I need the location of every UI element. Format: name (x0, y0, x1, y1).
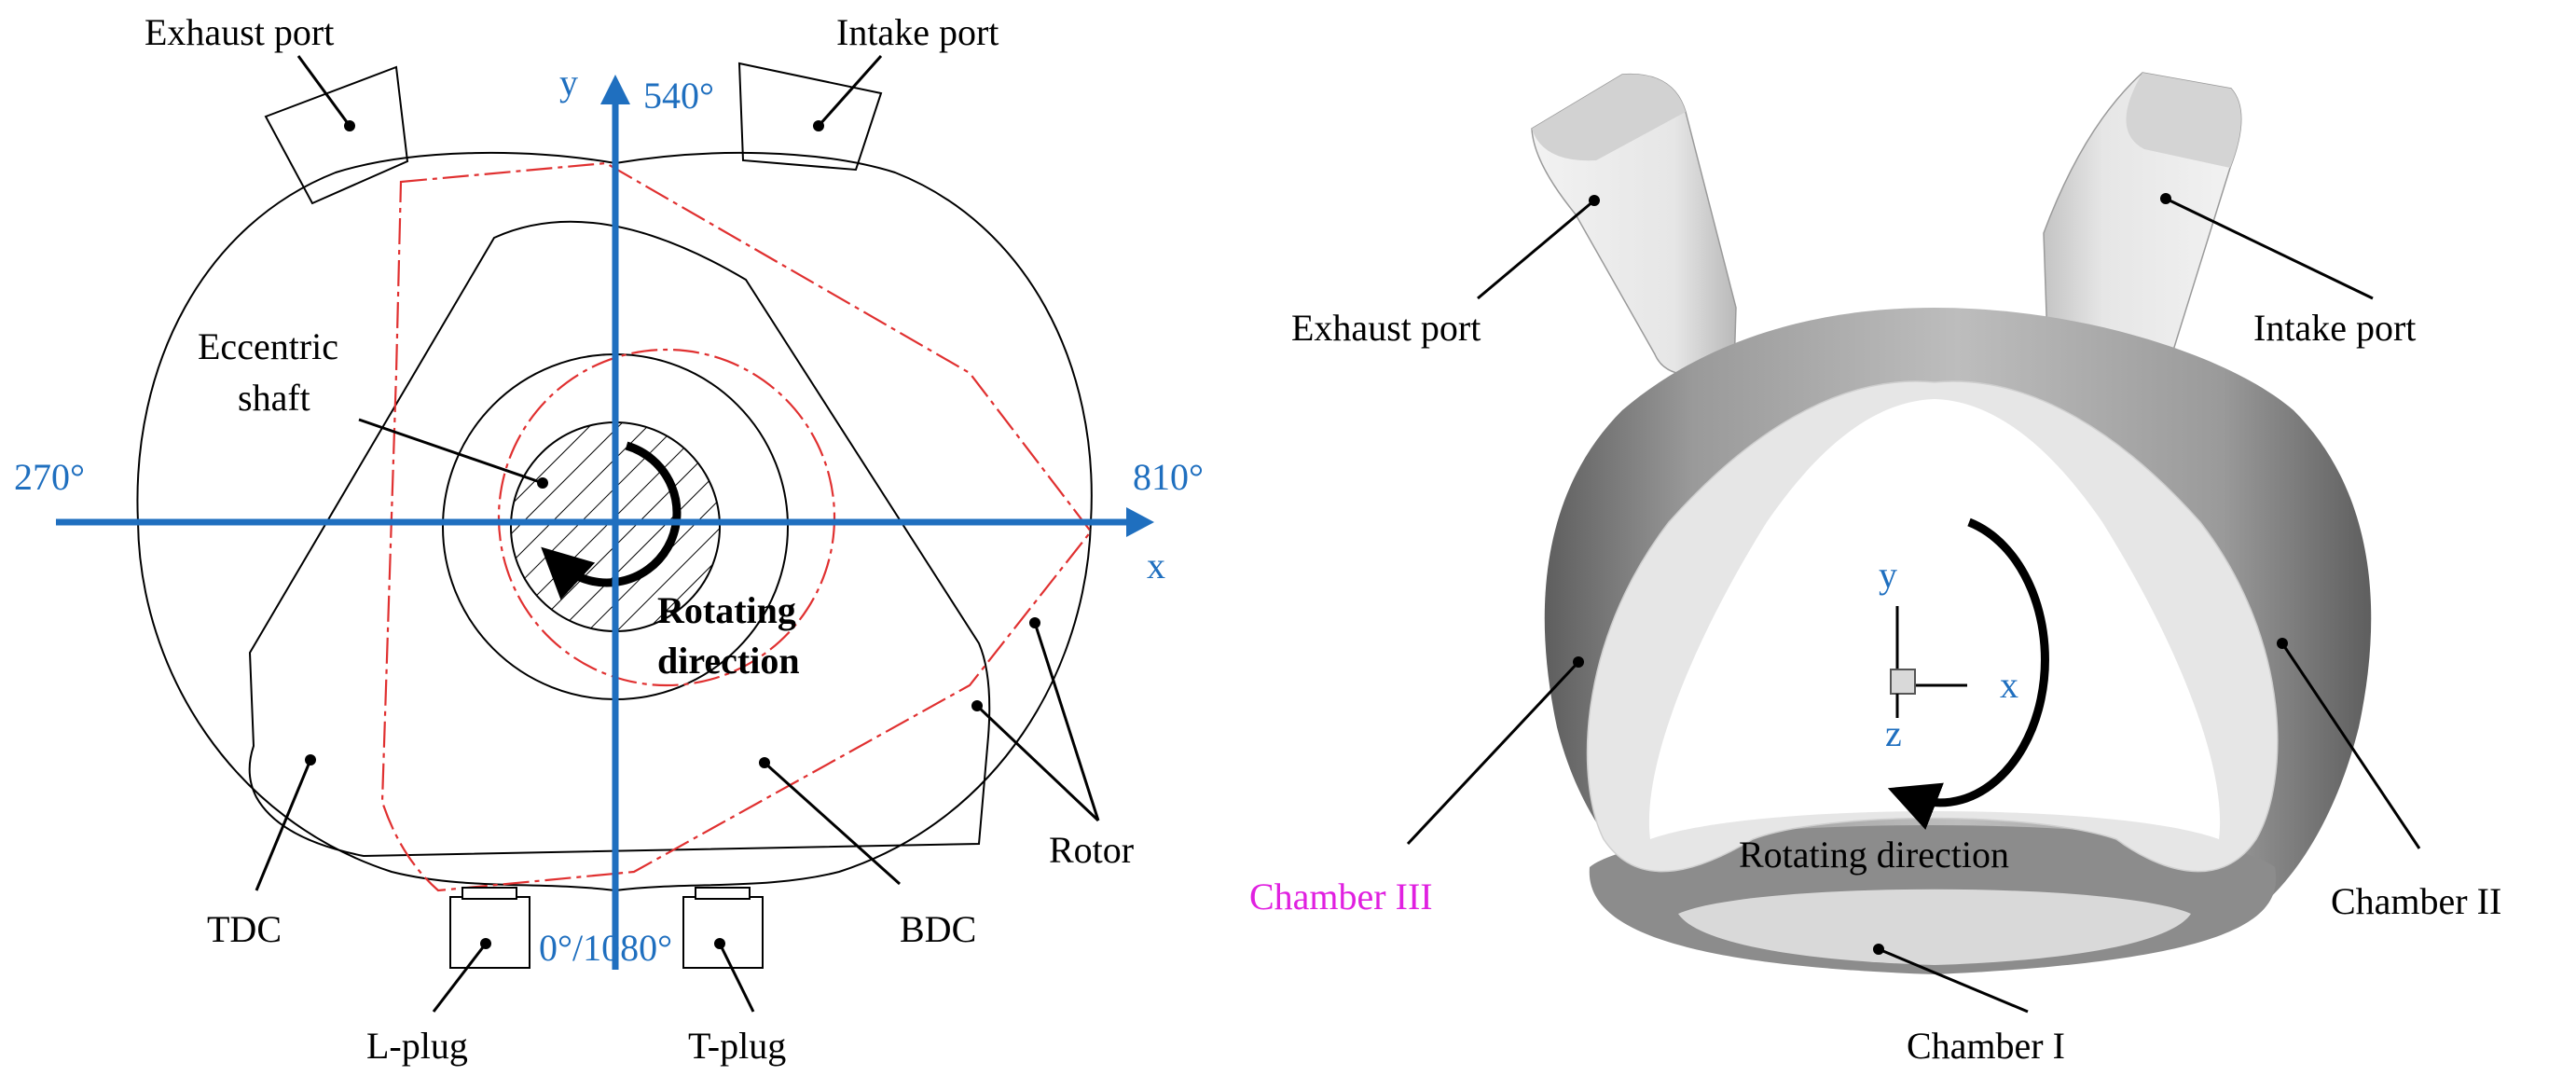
dot-rotor-upper (1029, 617, 1040, 628)
leader-right-intake (2165, 197, 2374, 300)
label-tdc: TDC (207, 908, 282, 950)
leader-right-exhaust (1477, 199, 1595, 300)
label-chamber-iii: Chamber III (1249, 876, 1433, 917)
label-angle-540: 540° (643, 75, 714, 117)
label-eccentric-line2: shaft (238, 377, 310, 419)
label-rotating-line1: Rotating (657, 589, 796, 631)
leader-chamber-i (1878, 947, 2029, 1014)
rotor-dashed-position (380, 161, 1093, 892)
leader-eccentric-shaft (358, 418, 544, 485)
dot-right-intake (2160, 193, 2171, 204)
label-triad-z: z (1885, 712, 1902, 754)
leader-chamber-iii (1406, 660, 1580, 846)
chamber-i-ring-light (1678, 889, 2191, 965)
label-rotating-line2: direction (657, 640, 800, 682)
y-axis-arrowhead (600, 75, 630, 104)
label-exhaust-port-left: Exhaust port (145, 11, 334, 53)
dot-chamber-ii (2277, 638, 2288, 649)
intake-port-top-face (2126, 73, 2241, 168)
l-plug-shape (449, 887, 530, 969)
label-chamber-ii: Chamber II (2331, 880, 2501, 922)
t-plug-shape (682, 887, 764, 969)
dot-chamber-i (1873, 944, 1884, 955)
label-rotor: Rotor (1049, 829, 1134, 871)
dot-intake-port (813, 120, 824, 131)
label-exhaust-port-right: Exhaust port (1291, 307, 1481, 349)
coordinate-triad (1890, 606, 1967, 718)
leader-chamber-ii (2280, 642, 2421, 849)
dot-t-plug (714, 938, 725, 949)
label-l-plug: L-plug (366, 1025, 468, 1067)
leader-tdc (255, 759, 312, 891)
label-triad-y: y (1879, 554, 1897, 596)
intake-port-outline (737, 62, 883, 172)
leader-intake-port (817, 55, 883, 127)
leader-rotor-lower (975, 704, 1100, 822)
label-chamber-i: Chamber I (1907, 1025, 2065, 1067)
dot-eccentric-shaft (537, 477, 548, 489)
leader-t-plug (718, 943, 755, 1013)
x-axis-arrowhead (1126, 507, 1154, 537)
label-angle-0-1080: 0°/1080° (539, 927, 672, 969)
label-angle-810: 810° (1133, 456, 1204, 498)
label-rotating-direction-right: Rotating direction (1739, 834, 2009, 876)
leader-rotor-upper (1033, 622, 1100, 821)
label-triad-x: x (2000, 664, 2018, 706)
leader-exhaust-port (296, 55, 351, 127)
label-x-axis: x (1147, 545, 1165, 586)
left-diagram: Exhaust port Intake port y 540° 270° 810… (14, 11, 1204, 1067)
label-intake-port-left: Intake port (836, 11, 999, 53)
label-bdc: BDC (900, 908, 976, 950)
label-intake-port-right: Intake port (2253, 307, 2416, 349)
rotor-dashed-circle (497, 348, 836, 687)
dot-exhaust-port (344, 120, 355, 131)
label-y-axis: y (559, 62, 578, 103)
rotating-direction-arrow-right (1887, 517, 2049, 830)
right-diagram: Exhaust port Intake port y x z Rotating … (1249, 72, 2501, 1067)
dot-bdc (759, 757, 770, 768)
exhaust-port-top-face (1532, 74, 1686, 161)
leader-bdc (763, 761, 902, 886)
label-t-plug: T-plug (688, 1025, 786, 1067)
dot-rotor-lower (971, 700, 983, 711)
label-eccentric-line1: Eccentric (198, 325, 338, 367)
rotor-inner-cavity (1648, 399, 2221, 839)
dot-l-plug (480, 938, 491, 949)
exhaust-port-outline (264, 65, 409, 205)
leader-l-plug (432, 943, 488, 1013)
dot-tdc (305, 754, 316, 766)
dot-right-exhaust (1589, 195, 1600, 206)
label-angle-270: 270° (14, 456, 85, 498)
dot-chamber-iii (1573, 656, 1584, 668)
rotating-direction-arrow-left (541, 441, 682, 600)
